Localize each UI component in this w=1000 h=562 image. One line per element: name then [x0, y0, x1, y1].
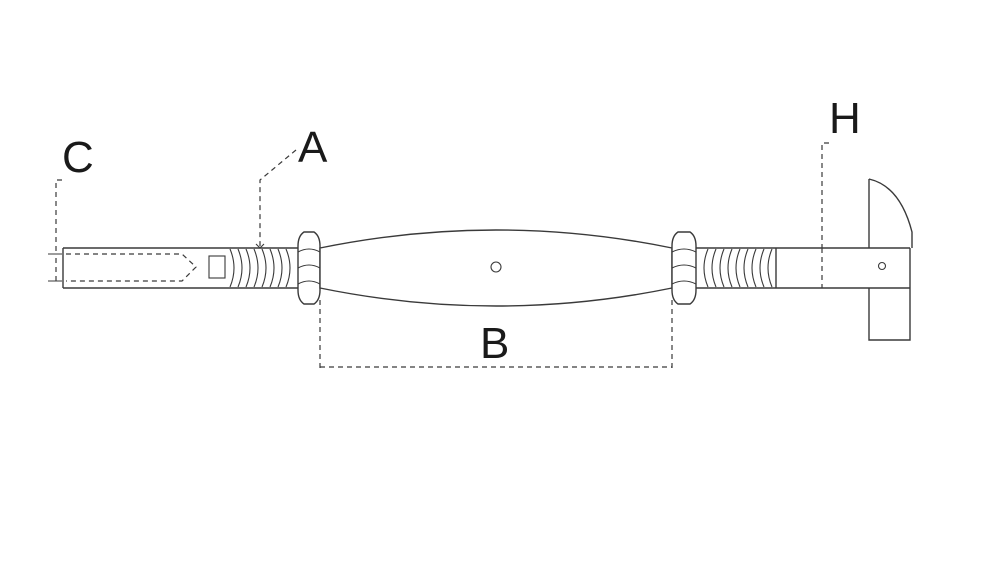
dimension-h: H — [810, 94, 861, 289]
left-bore-hidden — [66, 253, 197, 282]
left-thread-arcs — [229, 248, 291, 288]
dimension-c: C — [48, 133, 94, 282]
dim-h-extents — [810, 247, 830, 289]
dimension-b: B — [319, 300, 673, 372]
left-lock-nut — [297, 231, 321, 305]
right-thread-outline — [696, 247, 777, 289]
dim-a-leader — [259, 149, 297, 248]
toggle-jaw — [868, 178, 913, 341]
dimension-a: A — [255, 123, 328, 249]
dim-h-leader — [821, 142, 829, 248]
label-a: A — [298, 123, 328, 172]
label-h: H — [829, 94, 861, 143]
toggle-pin-hole — [877, 261, 887, 271]
left-swage-stud — [62, 247, 298, 289]
dim-c-extents — [48, 253, 62, 282]
body-outline — [319, 229, 673, 307]
dim-a-arrow — [255, 243, 265, 249]
right-lock-nut — [671, 231, 697, 305]
left-thread-outline — [228, 247, 298, 289]
toggle-lower-block — [868, 288, 911, 341]
right-shank-outline — [776, 247, 911, 289]
toggle-arc — [868, 178, 913, 248]
label-c: C — [62, 133, 94, 182]
right-thread-arcs — [703, 248, 773, 288]
body-center-hole — [490, 261, 502, 273]
label-b: B — [480, 319, 509, 368]
inspection-window — [208, 255, 226, 279]
right-threaded-stud — [696, 247, 911, 289]
turnbuckle-body — [319, 229, 673, 307]
left-shank-outline — [62, 247, 228, 289]
dim-c-leader — [55, 179, 62, 254]
